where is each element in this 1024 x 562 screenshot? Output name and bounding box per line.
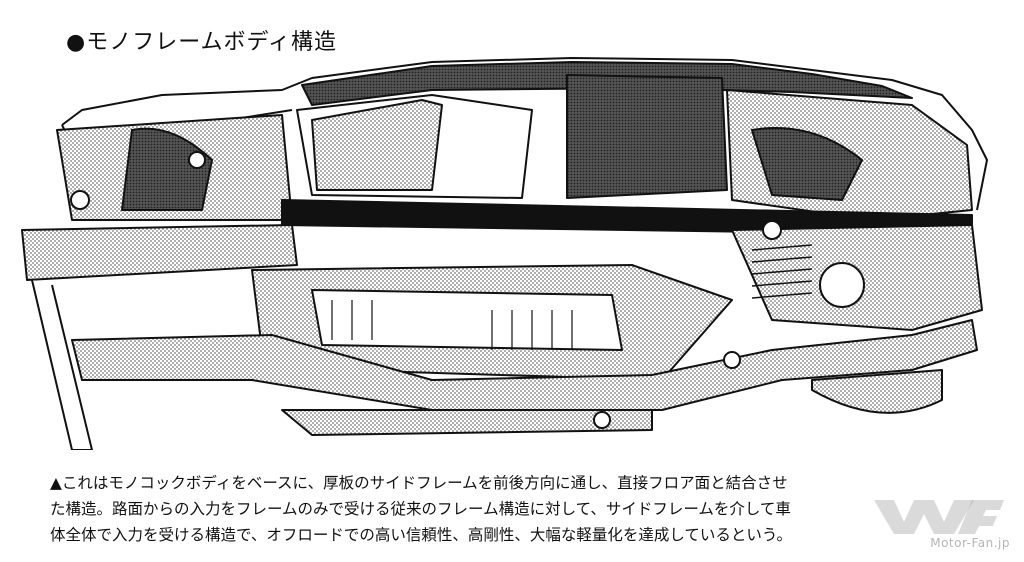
caption-line-2: た構造。路面からの入力をフレームのみで受ける従来のフレーム構造に対して、サイドフ… [50,500,791,518]
rear-door-opening [566,74,728,199]
caption-line-3: 体全体で入力を受ける構造で、オフロードでの高い信頼性、高剛性、大幅な軽量化を達成… [50,526,792,544]
caption-line-1: ▲これはモノコックボディをベースに、厚板のサイドフレームを前後方向に通し、直接フ… [50,474,788,492]
figure-caption: ▲これはモノコックボディをベースに、厚板のサイドフレームを前後方向に通し、直接フ… [50,470,950,548]
front-side-frame [21,224,298,281]
watermark-text: Motor-Fan.jp [930,536,1010,550]
roof-outline [61,57,988,211]
page-title: ●モノフレームボディ構造 [66,30,337,55]
motor-fan-logo-icon [874,500,1004,534]
car-body-structure-illustration [21,57,988,450]
main-side-frame [71,319,978,411]
